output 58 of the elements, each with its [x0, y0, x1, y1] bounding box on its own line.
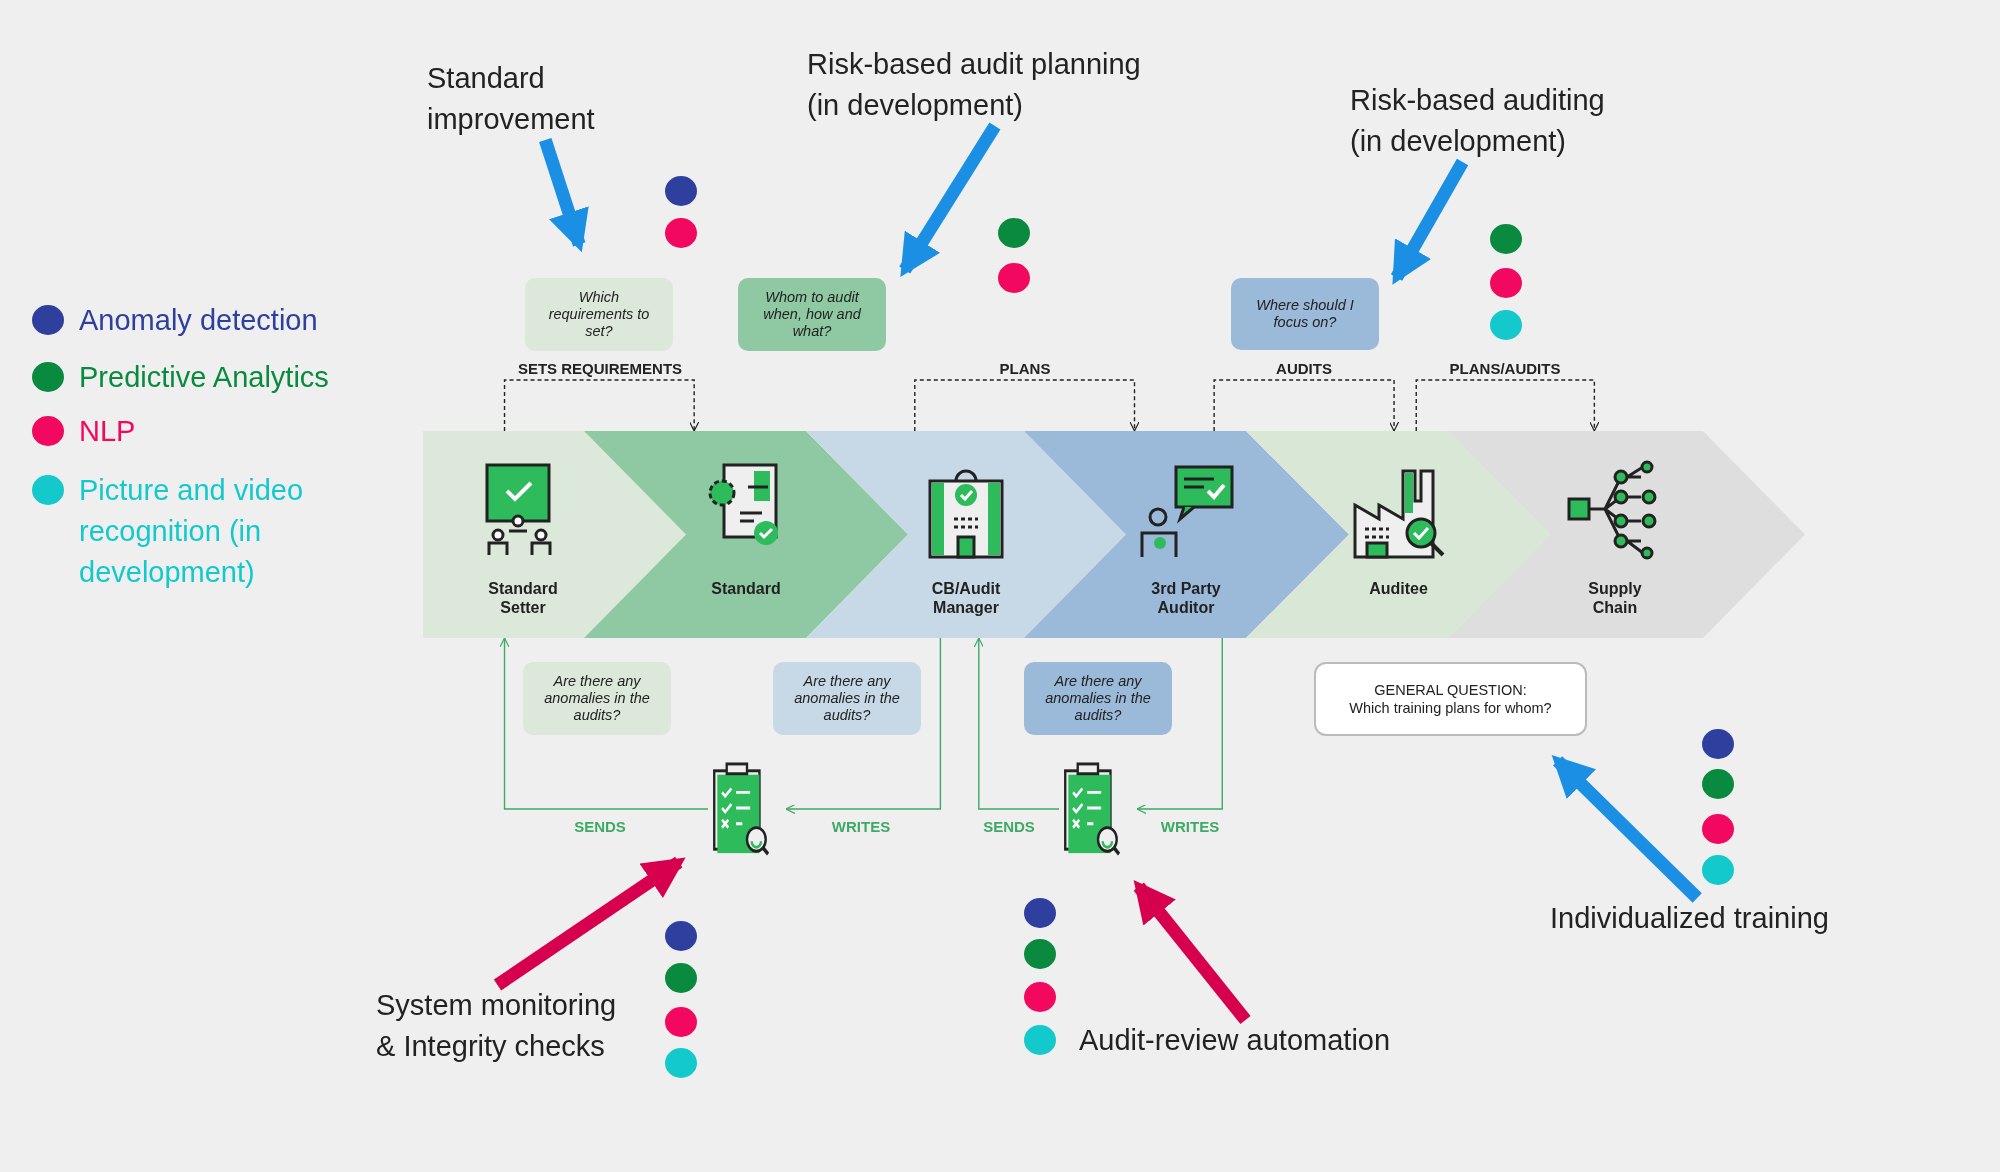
question-note: Where should I focus on?	[1231, 278, 1379, 350]
question-note: Are there any anomalies in the audits?	[1024, 662, 1172, 735]
callout-arrow	[539, 138, 589, 253]
technique-dot	[665, 963, 697, 993]
technique-dot	[1702, 729, 1734, 759]
technique-dot	[998, 218, 1030, 248]
step-label: Auditee	[1368, 579, 1429, 598]
technique-dot	[665, 921, 697, 951]
technique-dot	[665, 1007, 697, 1037]
technique-dot	[665, 176, 697, 206]
connector-arrow	[785, 637, 942, 815]
question-note: Are there any anomalies in the audits?	[523, 662, 671, 735]
legend-text: Anomaly detection	[79, 303, 319, 338]
step-label: CB/Audit Manager	[930, 579, 1002, 617]
technique-dot	[998, 263, 1030, 293]
technique-dot	[1024, 898, 1056, 928]
connector-arrow	[1136, 637, 1223, 815]
callout-arrow	[493, 856, 686, 991]
callout-text: Individualized training	[1550, 898, 1870, 939]
step-label: 3rd Party Auditor	[1150, 579, 1222, 617]
technique-dot	[1702, 769, 1734, 799]
technique-dot	[1024, 939, 1056, 969]
question-text: Which training plans for whom?	[1349, 699, 1552, 717]
question-note: Are there any anomalies in the audits?	[773, 662, 921, 735]
technique-dot	[1024, 1025, 1056, 1055]
technique-dot	[1490, 224, 1522, 254]
question-note: Whom to audit when, how and what?	[738, 278, 886, 351]
step-label: Supply Chain	[1587, 579, 1643, 617]
connector-arrow	[503, 379, 700, 432]
callout-text: Standard improvement	[427, 58, 642, 140]
callout-arrow	[1551, 754, 1702, 903]
technique-dot	[1490, 268, 1522, 298]
callout-text: Risk-based auditing (in development)	[1350, 80, 1618, 162]
technique-dot	[665, 1048, 697, 1078]
technique-dot	[1702, 814, 1734, 844]
callout-arrow	[1133, 880, 1251, 1025]
question-card	[1314, 662, 1587, 736]
callout-text: Risk-based audit planning (in development)	[807, 44, 1155, 126]
step-label: Standard Setter	[487, 579, 559, 617]
step-label: Standard	[710, 579, 782, 598]
callout-text: Audit-review automation	[1079, 1020, 1449, 1061]
technique-dot	[665, 218, 697, 248]
connector-arrow	[499, 637, 709, 810]
question-heading: GENERAL QUESTION:	[1374, 681, 1527, 699]
callout-arrow	[1390, 158, 1469, 285]
technique-dot	[1702, 855, 1734, 885]
callout-arrow	[899, 122, 1001, 277]
callout-text: System monitoring & Integrity checks	[376, 985, 624, 1067]
question-note: Which requirements to set?	[525, 278, 673, 351]
connector-arrow	[1415, 379, 1600, 432]
technique-dot	[1490, 310, 1522, 340]
connector-arrow	[973, 637, 1060, 810]
legend-text: Predictive Analytics	[79, 360, 329, 395]
legend-text: Picture and video recognition (in development)	[79, 473, 305, 590]
connector-arrow	[914, 379, 1140, 432]
technique-dot	[1024, 982, 1056, 1012]
legend-text: NLP	[79, 414, 137, 449]
connector-arrow	[1213, 379, 1400, 432]
